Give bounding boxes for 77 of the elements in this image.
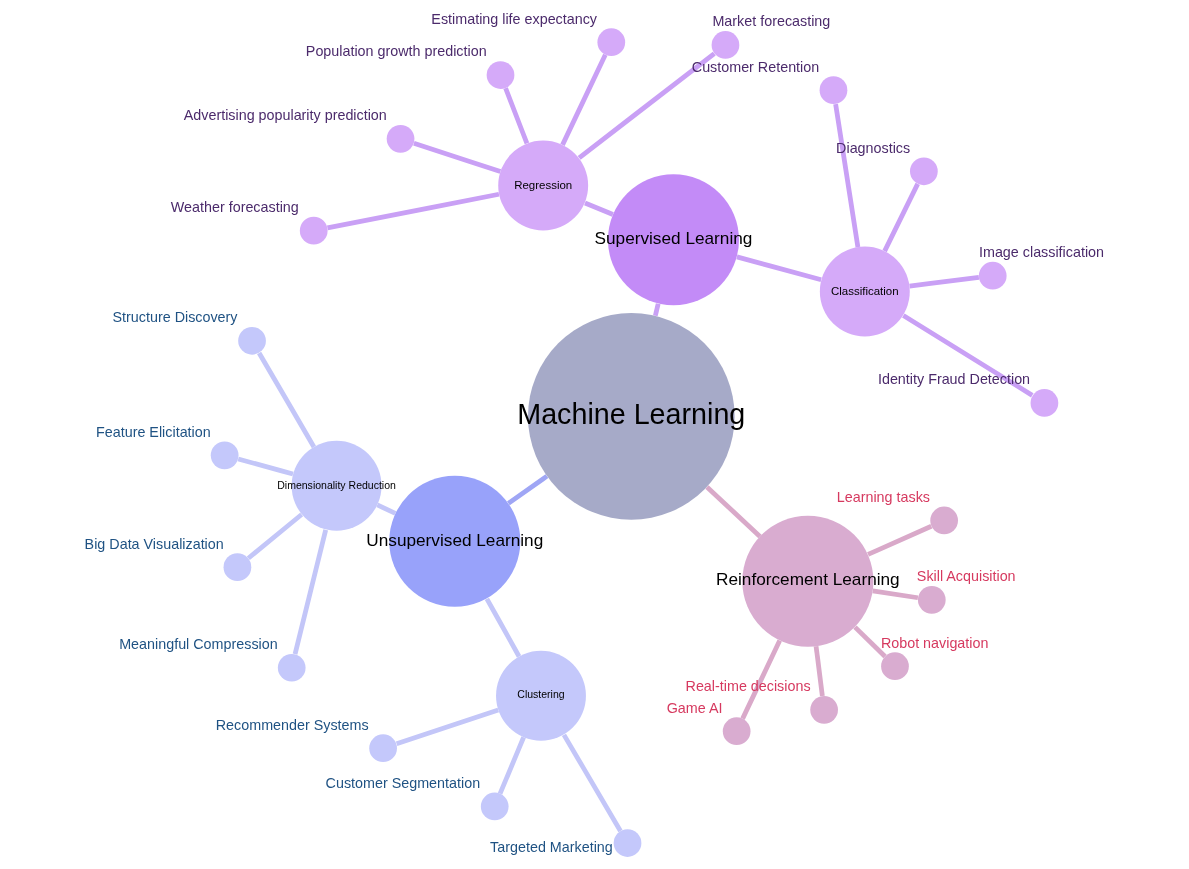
node-circle	[369, 734, 397, 763]
node-circle	[480, 792, 509, 821]
connector	[292, 529, 329, 655]
node-circle	[819, 76, 848, 105]
node-label: Skill Acquisition	[916, 568, 1016, 585]
node-label: Supervised Learning	[594, 227, 753, 248]
node-circle	[881, 652, 909, 681]
connector	[577, 51, 716, 160]
connector	[327, 191, 500, 231]
node-label: Diagnostics	[836, 139, 911, 156]
node-label: Population growth prediction	[305, 43, 487, 60]
node-label: Market forecasting	[712, 13, 831, 30]
connector	[257, 351, 316, 449]
connector	[813, 645, 825, 697]
node-label: Dimensionality Reduction	[277, 478, 396, 491]
connector	[376, 502, 397, 516]
connector	[653, 303, 661, 317]
connector	[237, 456, 294, 477]
connector	[561, 733, 623, 833]
node-circle: Classification	[819, 246, 910, 337]
node-circle	[486, 61, 515, 89]
connector	[736, 254, 822, 283]
node-label: Estimating life expectancy	[431, 10, 598, 27]
node-circle	[613, 829, 642, 857]
node-circle	[597, 28, 626, 57]
node-circle	[978, 261, 1007, 290]
node-label: Identity Fraud Detection	[877, 371, 1031, 388]
connector	[705, 485, 762, 539]
node-circle	[810, 695, 838, 724]
connector	[560, 53, 608, 146]
node-label: Weather forecasting	[170, 198, 299, 215]
connector	[413, 140, 502, 174]
node-label: Feature Elicitation	[96, 423, 211, 440]
node-label: Game AI	[666, 699, 723, 716]
node-label: Learning tasks	[836, 488, 930, 505]
node-circle	[722, 717, 751, 746]
connector	[833, 103, 861, 248]
node-circle	[299, 216, 328, 245]
node-label: Recommender Systems	[215, 716, 369, 733]
node-label: Advertising popularity prediction	[183, 107, 387, 124]
node-circle	[917, 585, 946, 614]
connector	[867, 524, 933, 557]
connector	[740, 639, 782, 720]
node-label: Meaningful Compression	[119, 636, 278, 653]
connector	[503, 87, 530, 145]
node-circle	[223, 553, 252, 582]
connector	[507, 474, 549, 506]
connector	[395, 707, 499, 746]
connector	[902, 313, 1034, 398]
node-label: Reinforcement Learning	[716, 569, 900, 590]
node-circle	[210, 441, 239, 470]
node-label: Unsupervised Learning	[366, 529, 544, 550]
node-label: Customer Retention	[691, 58, 820, 75]
node-circle: Clustering	[496, 650, 586, 741]
node-circle	[1030, 389, 1059, 417]
connector	[882, 182, 920, 253]
connector	[246, 512, 304, 561]
node-label: Structure Discovery	[112, 309, 238, 326]
connector	[497, 736, 526, 795]
connector	[484, 597, 522, 658]
node-circle	[711, 31, 740, 59]
node-label: Targeted Marketing	[490, 839, 613, 856]
node-label: Big Data Visualization	[84, 535, 224, 552]
node-circle	[238, 326, 266, 355]
node-circle: Regression	[498, 140, 589, 231]
node-circle	[930, 506, 958, 535]
node-label: Customer Segmentation	[325, 774, 481, 791]
node-label: Robot navigation	[880, 634, 989, 651]
connector	[909, 275, 980, 289]
node-circle	[910, 157, 938, 186]
node-label: Image classification	[979, 244, 1105, 261]
connector	[584, 200, 614, 217]
connector	[853, 625, 887, 659]
node-circle	[277, 653, 306, 682]
connector	[872, 588, 919, 601]
node-label: Real-time decisions	[685, 678, 811, 695]
node-circle	[386, 125, 415, 153]
